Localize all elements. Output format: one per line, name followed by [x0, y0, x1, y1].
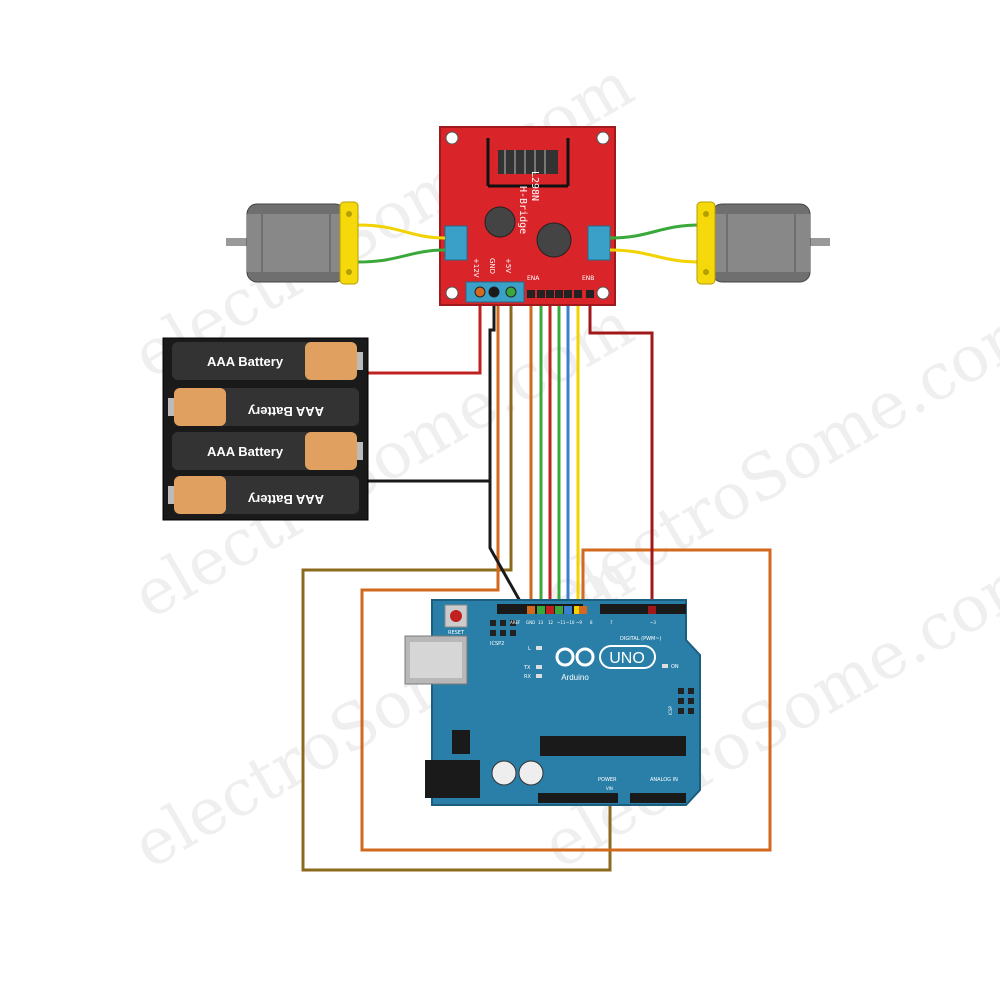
wire-brown-5v-vin	[301, 302, 612, 872]
arduino-uno: RESET ICSP2 AREF GND 13 12 ~11 ~10 ~9 8 …	[404, 599, 701, 806]
battery-wires	[368, 302, 527, 611]
svg-text:AAA Battery: AAA Battery	[247, 492, 324, 507]
svg-text:~10: ~10	[566, 620, 575, 625]
icsp2-header	[490, 620, 516, 636]
svg-text:Arduino: Arduino	[561, 673, 589, 682]
pin-gnd-label: GND	[488, 258, 496, 274]
battery-cell: AAA Battery	[172, 432, 363, 470]
svg-text:ICSP2: ICSP2	[490, 641, 504, 647]
svg-text:AAA Battery: AAA Battery	[247, 404, 324, 419]
microcontroller-chip	[540, 736, 686, 756]
battery-cell: AAA Battery	[172, 342, 363, 380]
motor-b-terminal	[587, 225, 611, 261]
analog-header	[630, 793, 686, 803]
svg-text:~3: ~3	[650, 620, 656, 625]
pin-12v-label: +12V	[472, 258, 480, 278]
power-header	[538, 793, 618, 803]
svg-text:GND: GND	[526, 620, 535, 625]
battery-cell: AAA Battery	[168, 476, 359, 514]
svg-text:12: 12	[548, 620, 554, 625]
chip-label: L298N	[529, 171, 540, 201]
reset-label: RESET	[448, 630, 465, 636]
svg-text:7: 7	[610, 620, 613, 625]
svg-text:8: 8	[590, 620, 593, 625]
svg-text:ON: ON	[671, 664, 679, 670]
svg-text:AAA Battery: AAA Battery	[207, 444, 284, 459]
icsp-header	[678, 688, 694, 714]
mount-hole	[445, 131, 459, 145]
wire-orange-loop	[360, 302, 772, 852]
signal-header	[527, 290, 594, 298]
motor-right-cap	[696, 201, 716, 285]
capacitor	[484, 206, 516, 238]
ena-label: ENA	[527, 275, 540, 282]
heatsink	[486, 138, 570, 188]
motor-wires	[357, 223, 701, 264]
l298n-module: L298N H-Bridge +12V GND +5V ENA ENB	[439, 126, 616, 306]
wire-black-gnd	[488, 302, 527, 611]
l298n-chip	[498, 150, 558, 174]
svg-text:ANALOG IN: ANALOG IN	[650, 777, 678, 783]
enb-label: ENB	[582, 275, 594, 282]
board-label: H-Bridge	[517, 186, 528, 234]
capacitor	[491, 760, 517, 786]
wire-darkred-enb	[588, 298, 654, 610]
svg-text:~11: ~11	[557, 620, 566, 625]
svg-text:L: L	[528, 646, 531, 652]
svg-text:AREF: AREF	[510, 620, 521, 625]
arduino-logo-icon	[555, 647, 595, 667]
battery-cell: AAA Battery	[168, 388, 359, 426]
digital-header-right	[600, 604, 686, 614]
svg-text:ICSP: ICSP	[668, 705, 673, 715]
svg-text:TX: TX	[523, 665, 531, 671]
svg-text:POWER: POWER	[598, 777, 617, 783]
svg-text:VIN: VIN	[606, 786, 613, 791]
motor-right	[696, 201, 830, 285]
svg-text:~9: ~9	[576, 620, 582, 625]
svg-text:DIGITAL (PWM~): DIGITAL (PWM~)	[620, 636, 662, 642]
dc-jack	[425, 760, 480, 798]
pin-5v-label: +5V	[504, 258, 512, 273]
voltage-regulator	[452, 730, 470, 754]
capacitor	[536, 222, 572, 258]
signal-wires	[529, 298, 654, 610]
uno-badge	[599, 645, 656, 669]
motor-left-cap	[339, 201, 359, 285]
svg-text:AAA Battery: AAA Battery	[207, 354, 284, 369]
wire-red-battery	[368, 302, 482, 375]
motor-a-terminal	[444, 225, 468, 261]
header-endpoints	[521, 606, 656, 614]
mount-hole	[596, 131, 610, 145]
mount-hole	[596, 286, 610, 300]
battery-pack: AAA Battery AAA Battery AAA Battery AAA …	[162, 337, 369, 521]
svg-text:13: 13	[538, 620, 544, 625]
svg-text:UNO: UNO	[609, 650, 645, 667]
mount-hole	[445, 286, 459, 300]
outer-wires	[301, 302, 772, 872]
motor-left	[226, 201, 359, 285]
svg-text:RX: RX	[524, 674, 531, 680]
capacitor	[518, 760, 544, 786]
